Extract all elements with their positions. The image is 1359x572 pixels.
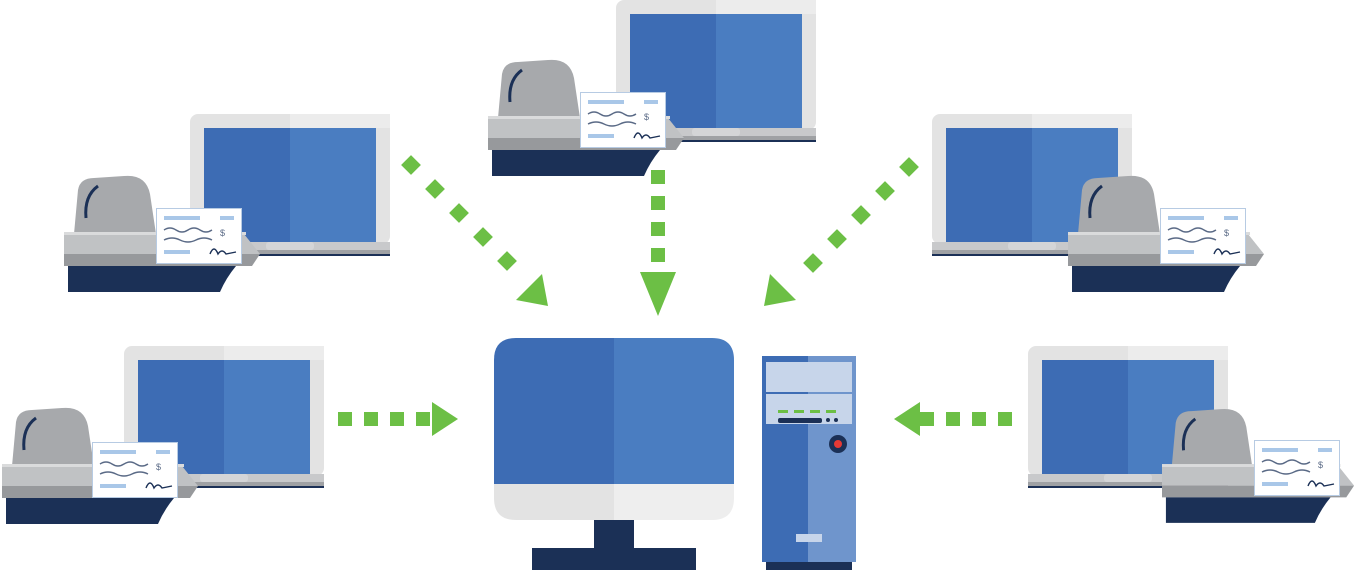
desktop-monitor-icon xyxy=(494,338,734,570)
check-icon xyxy=(156,208,242,264)
workstation-top-left xyxy=(64,114,390,294)
arrow-icon xyxy=(401,155,548,306)
check-icon xyxy=(92,442,178,498)
workstation-bottom-right xyxy=(1028,346,1356,525)
check-icon xyxy=(1160,208,1246,264)
workstation-bottom-left xyxy=(2,346,324,526)
tower-server-icon xyxy=(762,356,856,570)
workstation-top-right xyxy=(932,114,1266,294)
check-icon xyxy=(1254,440,1340,496)
arrow-icon xyxy=(338,402,458,436)
check-icon xyxy=(580,92,666,148)
arrow-icon xyxy=(894,402,1012,436)
workstation-top-center xyxy=(488,0,816,178)
arrow-icon xyxy=(640,170,676,316)
arrow-icon xyxy=(764,157,919,306)
